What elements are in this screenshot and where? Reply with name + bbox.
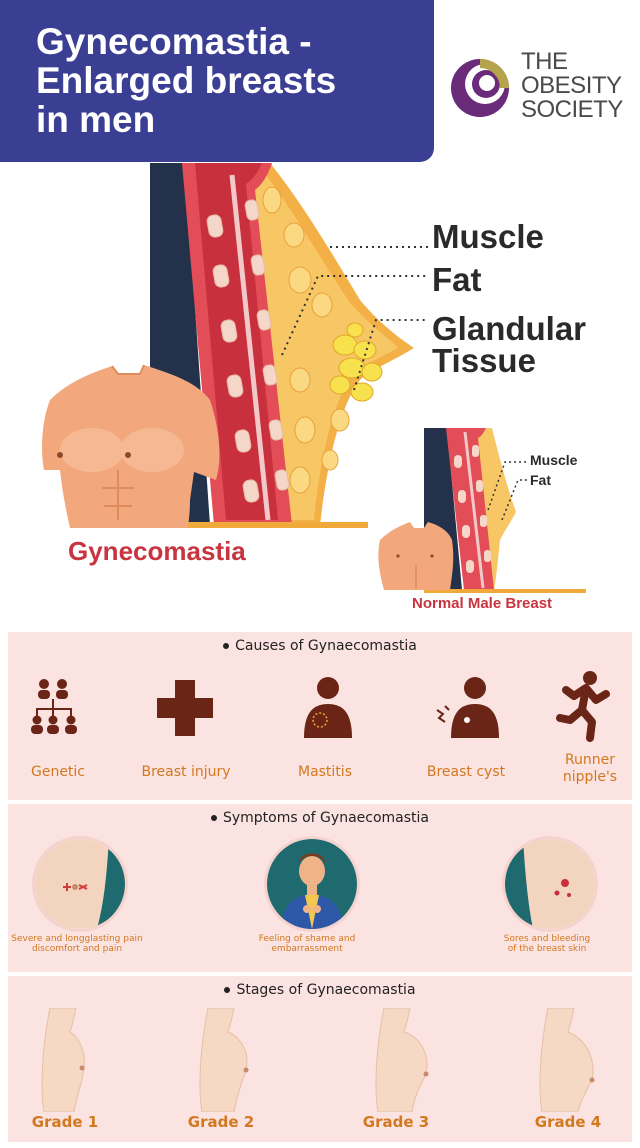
embarrassed-man-icon: [264, 836, 360, 932]
obesity-society-logo-icon: [451, 59, 509, 117]
grade-3-torso-icon: [375, 1008, 429, 1112]
family-tree-icon: [31, 679, 77, 734]
caption-normal-male-breast: Normal Male Breast: [412, 595, 553, 612]
symptom-label-sores: Sores and bleeding of the breast skin: [503, 934, 591, 954]
logo-text: THE OBESITY SOCIETY: [521, 48, 623, 123]
page-title: Gynecomastia - Enlarged breasts in men: [36, 21, 337, 140]
grade-1-torso-icon: [41, 1008, 85, 1112]
grade-4-label: Grade 4: [534, 1113, 602, 1131]
cause-label-runner-nipple: Runner nipple's: [562, 752, 618, 785]
stages-title: Stages of Gynaecomastia: [8, 982, 632, 998]
symptoms-panel: Symptoms of Gynaecomastia Severe and: [8, 804, 632, 972]
cause-label-mastitis: Mastitis: [297, 764, 352, 780]
bleeding-breast-icon: [502, 836, 598, 932]
caption-gynecomastia: Gynecomastia: [68, 536, 246, 566]
cause-label-genetic: Genetic: [30, 764, 86, 780]
chest-pain-icon: [32, 836, 128, 932]
causes-title: Causes of Gynaecomastia: [8, 638, 632, 654]
grade-4-torso-icon: [539, 1008, 595, 1112]
symptom-label-pain: Severe and longglasting pain discomfort …: [11, 934, 143, 954]
header-banner: [0, 0, 434, 162]
grade-3-label: Grade 3: [362, 1113, 430, 1131]
label-glandular-tissue: Glandular Tissue: [432, 310, 587, 379]
causes-panel: Causes of Gynaecomastia Genetic B: [8, 632, 632, 800]
cross-icon: [157, 680, 213, 736]
torso-illustration: [42, 364, 220, 528]
grade-2-torso-icon: [199, 1008, 249, 1112]
label-fat: Fat: [432, 261, 482, 298]
cause-label-breast-cyst: Breast cyst: [426, 764, 506, 780]
stages-panel: Stages of Gynaecomastia Grade 1 Grade 2 …: [8, 976, 632, 1142]
label-normal-fat: Fat: [530, 472, 551, 488]
symptom-label-shame: Feeling of shame and embarrassment: [258, 934, 356, 954]
label-muscle: Muscle: [432, 218, 544, 255]
label-normal-muscle: Muscle: [530, 452, 578, 468]
grade-1-label: Grade 1: [31, 1113, 99, 1131]
runner-icon: [556, 671, 610, 742]
person-inflammation-icon: [304, 677, 352, 738]
symptoms-title: Symptoms of Gynaecomastia: [8, 810, 632, 826]
person-cyst-icon: [436, 677, 499, 738]
breast-anatomy-diagram: [42, 163, 586, 593]
cause-label-breast-injury: Breast injury: [141, 764, 231, 780]
grade-2-label: Grade 2: [187, 1113, 255, 1131]
